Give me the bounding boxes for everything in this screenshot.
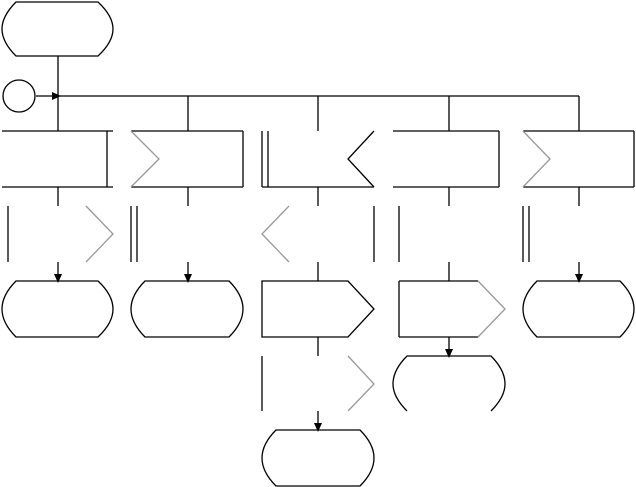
process-box-3 bbox=[261, 130, 375, 188]
terminator-col2 bbox=[130, 280, 244, 338]
fragment-col2 bbox=[130, 206, 189, 281]
arrowhead-col3 bbox=[314, 423, 322, 432]
arrowhead-col4 bbox=[445, 349, 453, 358]
fragment-col4 bbox=[398, 206, 450, 281]
arrowhead-col5 bbox=[575, 274, 583, 283]
offpage-connector-col4 bbox=[398, 280, 506, 338]
offpage-connector-col3 bbox=[261, 280, 375, 338]
connectors-row1 bbox=[57, 187, 580, 206]
process-box-2 bbox=[130, 130, 244, 188]
fragment-col1 bbox=[7, 205, 114, 281]
arrowhead-col2 bbox=[184, 274, 192, 283]
process-box-5 bbox=[522, 130, 635, 188]
terminator-final bbox=[261, 429, 375, 487]
arrowhead-branch bbox=[52, 92, 61, 100]
terminator-col5 bbox=[522, 280, 635, 338]
trunk-lines bbox=[36, 56, 580, 131]
fragment-col5 bbox=[522, 206, 580, 281]
terminator-col1 bbox=[1, 280, 114, 338]
process-box-4 bbox=[393, 130, 500, 188]
arrowhead-col1 bbox=[54, 274, 62, 283]
connector-circle bbox=[2, 79, 36, 113]
start-terminator bbox=[1, 1, 114, 57]
fragment-col3-row3 bbox=[261, 355, 375, 430]
terminator-col4-open bbox=[392, 355, 506, 412]
process-box-1 bbox=[2, 130, 113, 188]
fragment-col3 bbox=[261, 205, 375, 281]
connectors-row2 bbox=[317, 337, 450, 356]
